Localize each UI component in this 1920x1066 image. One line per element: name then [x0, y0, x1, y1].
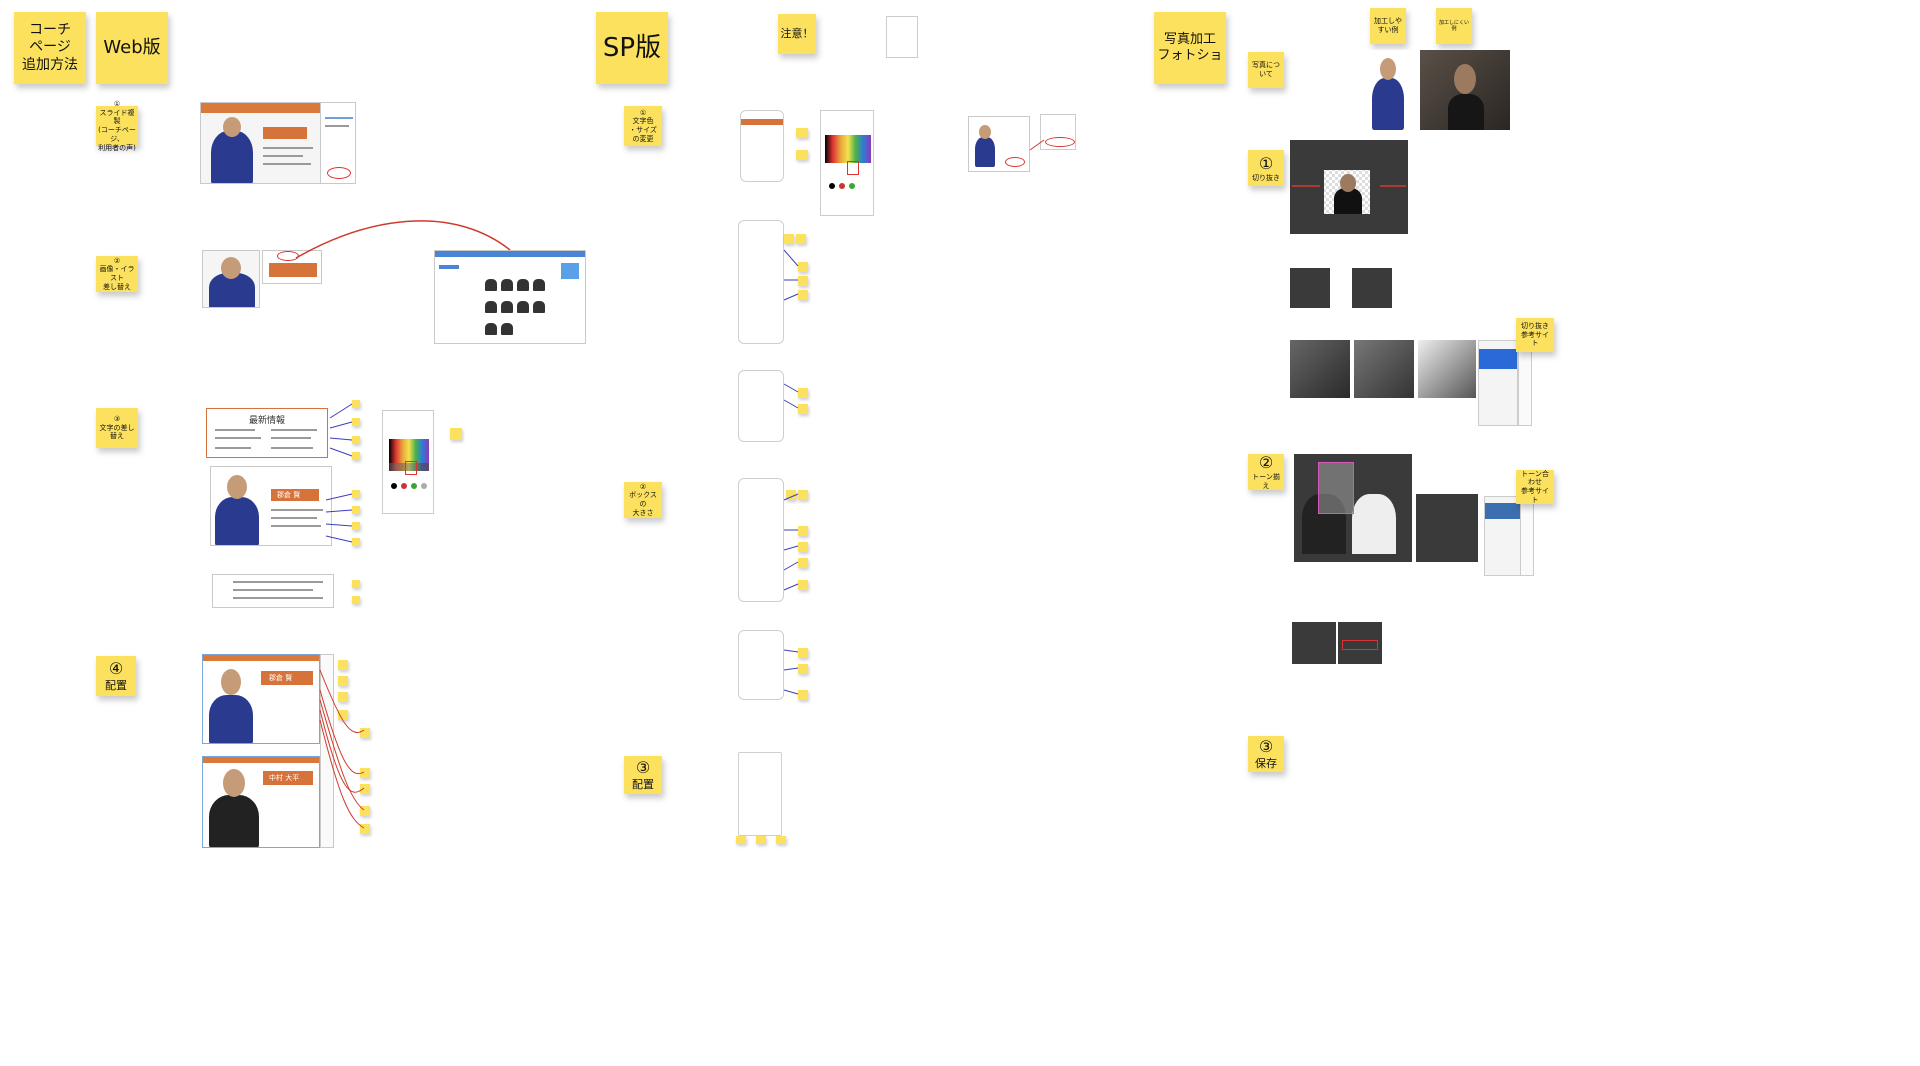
sp-step-3-label: 配置: [632, 778, 654, 792]
sp-phone-mock-5: [738, 630, 784, 700]
crop-step-photo-1: [1290, 340, 1350, 398]
sp-step-2-label: ボックスの 大きさ: [629, 491, 657, 517]
web-step-2-notes: [370, 266, 430, 316]
crop-step-photo-2: [1354, 340, 1414, 398]
sp-step-1-num: ①: [639, 108, 647, 117]
sp-format-screenshot: [968, 116, 1030, 172]
web-image-library-screenshot: [434, 250, 586, 344]
web-coach-name-2: 中村 大平: [269, 774, 300, 782]
photo-step-3-num: ③: [1258, 737, 1274, 757]
web-step-4-label: 配置: [105, 679, 127, 693]
sp-phone-mock-6: [738, 752, 782, 836]
sp-format-menu: [1040, 114, 1076, 150]
crop-reference-sticky[interactable]: 切り抜き 参考サイト: [1516, 318, 1554, 352]
web-coach-name-1: 郡倉 賢: [277, 491, 301, 499]
photoshop-tone-screenshot: [1294, 454, 1412, 562]
sp-step-3-notes: [676, 774, 728, 804]
web-palette-annotation[interactable]: [450, 428, 462, 440]
photo-bad-example-sticky[interactable]: 加工しにくい例: [1436, 8, 1472, 44]
web-step-4-notes: [142, 668, 194, 748]
web-image-swap-name-box: [262, 250, 322, 284]
photo-step-2-notes: [1296, 572, 1414, 606]
photo-step-2-notes-2: [1296, 678, 1416, 718]
web-step-3-num: ③: [113, 414, 121, 423]
sp-toolbar-screenshot: [886, 16, 918, 58]
web-layout-ruler: [320, 654, 334, 848]
sp-color-palette-panel[interactable]: [820, 110, 874, 216]
web-layout-mock-2: 中村 大平: [202, 756, 320, 848]
web-slide-side-panel: [320, 102, 356, 184]
sp-step-1-notes-2: [908, 124, 964, 168]
sp-phone-mock-2: [738, 220, 784, 344]
crop-step-photo-3: [1418, 340, 1476, 398]
web-slide-screenshot-1: [200, 102, 322, 184]
web-step-1-num: ①: [113, 99, 121, 108]
photo-step-2-num: ②: [1258, 453, 1274, 473]
photo-about-notes: [1292, 72, 1348, 112]
crop-reference-site-thumb: [1478, 340, 1518, 426]
photo-good-example-sticky[interactable]: 加工しやすい例: [1370, 8, 1406, 44]
photo-good-example-image: [1366, 50, 1410, 130]
sp-phone-mock-1: [740, 110, 784, 182]
photoshop-layer-screenshot-2: [1352, 268, 1392, 308]
web-color-palette-panel[interactable]: [382, 410, 434, 514]
web-version-sticky[interactable]: Web版: [96, 12, 168, 84]
coach-page-title-sticky[interactable]: コーチ ページ 追加方法: [14, 12, 86, 84]
web-step-3-label: 文字の差し替え: [99, 423, 135, 441]
web-coach-name-1b: 郡倉 賢: [269, 674, 293, 682]
photo-step-3-label: 保存: [1255, 757, 1277, 771]
photo-bad-example-image: [1420, 50, 1510, 130]
web-voice-mock: [212, 574, 334, 608]
sp-step-1-label: 文字色 ・サイズ の変更: [629, 117, 657, 143]
sp-step-1-notes: [676, 130, 728, 170]
web-step-3-notes: [144, 420, 196, 490]
web-step-1-notes: [144, 116, 196, 176]
web-step-2-label: 画像・イラスト 差し替え: [99, 265, 135, 291]
web-coach-profile-mock: 郡倉 賢: [210, 466, 332, 546]
sp-phone-mock-4: [738, 478, 784, 602]
tone-reference-site-thumb: [1484, 496, 1524, 576]
sp-phone-mock-3: [738, 370, 784, 442]
photo-step-1-num: ①: [1258, 153, 1274, 173]
web-step-1-label: スライド複製 (コーチページ、 利用者の声): [98, 108, 136, 152]
sp-step-2-notes: [676, 510, 728, 538]
photo-step-2-label: トーン揃え: [1252, 473, 1280, 490]
photo-step-1-label: 切り抜き: [1252, 173, 1280, 182]
photoshop-layer-screenshot-1: [1290, 268, 1330, 308]
photo-about-sticky[interactable]: 写真について: [1248, 52, 1284, 88]
web-step-4-num: ④: [108, 659, 124, 679]
sp-caution-sticky[interactable]: 注意！: [778, 14, 816, 54]
photoshop-tone-panel: [1416, 494, 1478, 562]
sp-step-3-num: ③: [635, 758, 651, 778]
sp-step-2-num: ②: [639, 482, 647, 491]
tone-reference-sticky[interactable]: トーン合わせ 参考サイト: [1516, 470, 1554, 504]
photoshop-adjust-screenshot-2: [1338, 622, 1382, 664]
web-step-2-num: ②: [113, 256, 121, 265]
photoshop-adjust-screenshot-1: [1292, 622, 1336, 664]
web-news-mock: 最新情報: [206, 408, 328, 458]
photo-step-3-notes: [1296, 752, 1416, 780]
web-news-heading: 最新情報: [248, 416, 285, 426]
sp-intro-notes: [676, 40, 728, 70]
photo-step-1-notes: [1292, 246, 1410, 262]
web-layout-mock-1: 郡倉 賢: [202, 654, 320, 744]
web-image-swap-photo: [202, 250, 260, 308]
sp-caution-notes: [822, 26, 880, 56]
sp-version-sticky[interactable]: SP版: [596, 12, 668, 84]
photoshop-crop-screenshot: [1290, 140, 1408, 234]
photo-edit-title-sticky[interactable]: 写真加工 フォトショ: [1154, 12, 1226, 84]
